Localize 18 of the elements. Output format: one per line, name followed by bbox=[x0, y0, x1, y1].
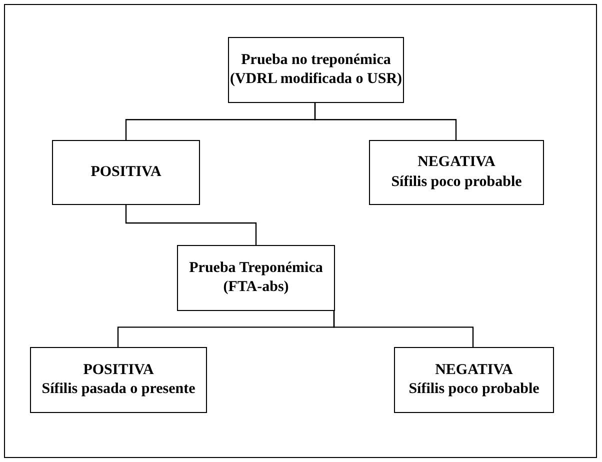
box-text: Sífilis poco probable bbox=[408, 380, 540, 399]
box-text: POSITIVA bbox=[83, 360, 154, 380]
box-text: NEGATIVA bbox=[435, 360, 513, 380]
box-text: Prueba Treponémica (FTA-abs) bbox=[188, 258, 324, 297]
connector-line bbox=[333, 311, 474, 347]
process-box bbox=[30, 347, 207, 413]
process-box bbox=[228, 37, 404, 103]
process-box bbox=[369, 140, 544, 205]
box-text: Prueba no treponémica (VDRL modificada o USR) bbox=[229, 50, 403, 89]
box-text: POSITIVA bbox=[90, 162, 162, 182]
process-box bbox=[177, 245, 335, 311]
box-text: Sífilis poco probable bbox=[391, 172, 522, 192]
connector-line bbox=[314, 103, 457, 140]
process-box bbox=[52, 140, 200, 205]
connector-line bbox=[125, 205, 257, 245]
box-text: NEGATIVA bbox=[418, 153, 496, 172]
process-box bbox=[394, 347, 554, 413]
box-text: Sífilis pasada o presente bbox=[42, 380, 196, 399]
